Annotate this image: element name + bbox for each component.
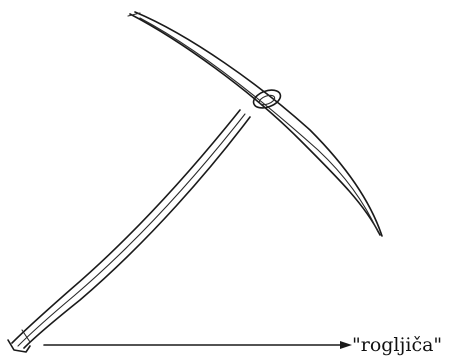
arrowhead-icon: [340, 341, 352, 349]
pick-handle: [12, 110, 250, 348]
callout-arrow: [44, 341, 352, 349]
callout-label: "rogljiča": [352, 334, 442, 356]
handle-end: [8, 330, 30, 352]
pick-head: [128, 12, 382, 236]
